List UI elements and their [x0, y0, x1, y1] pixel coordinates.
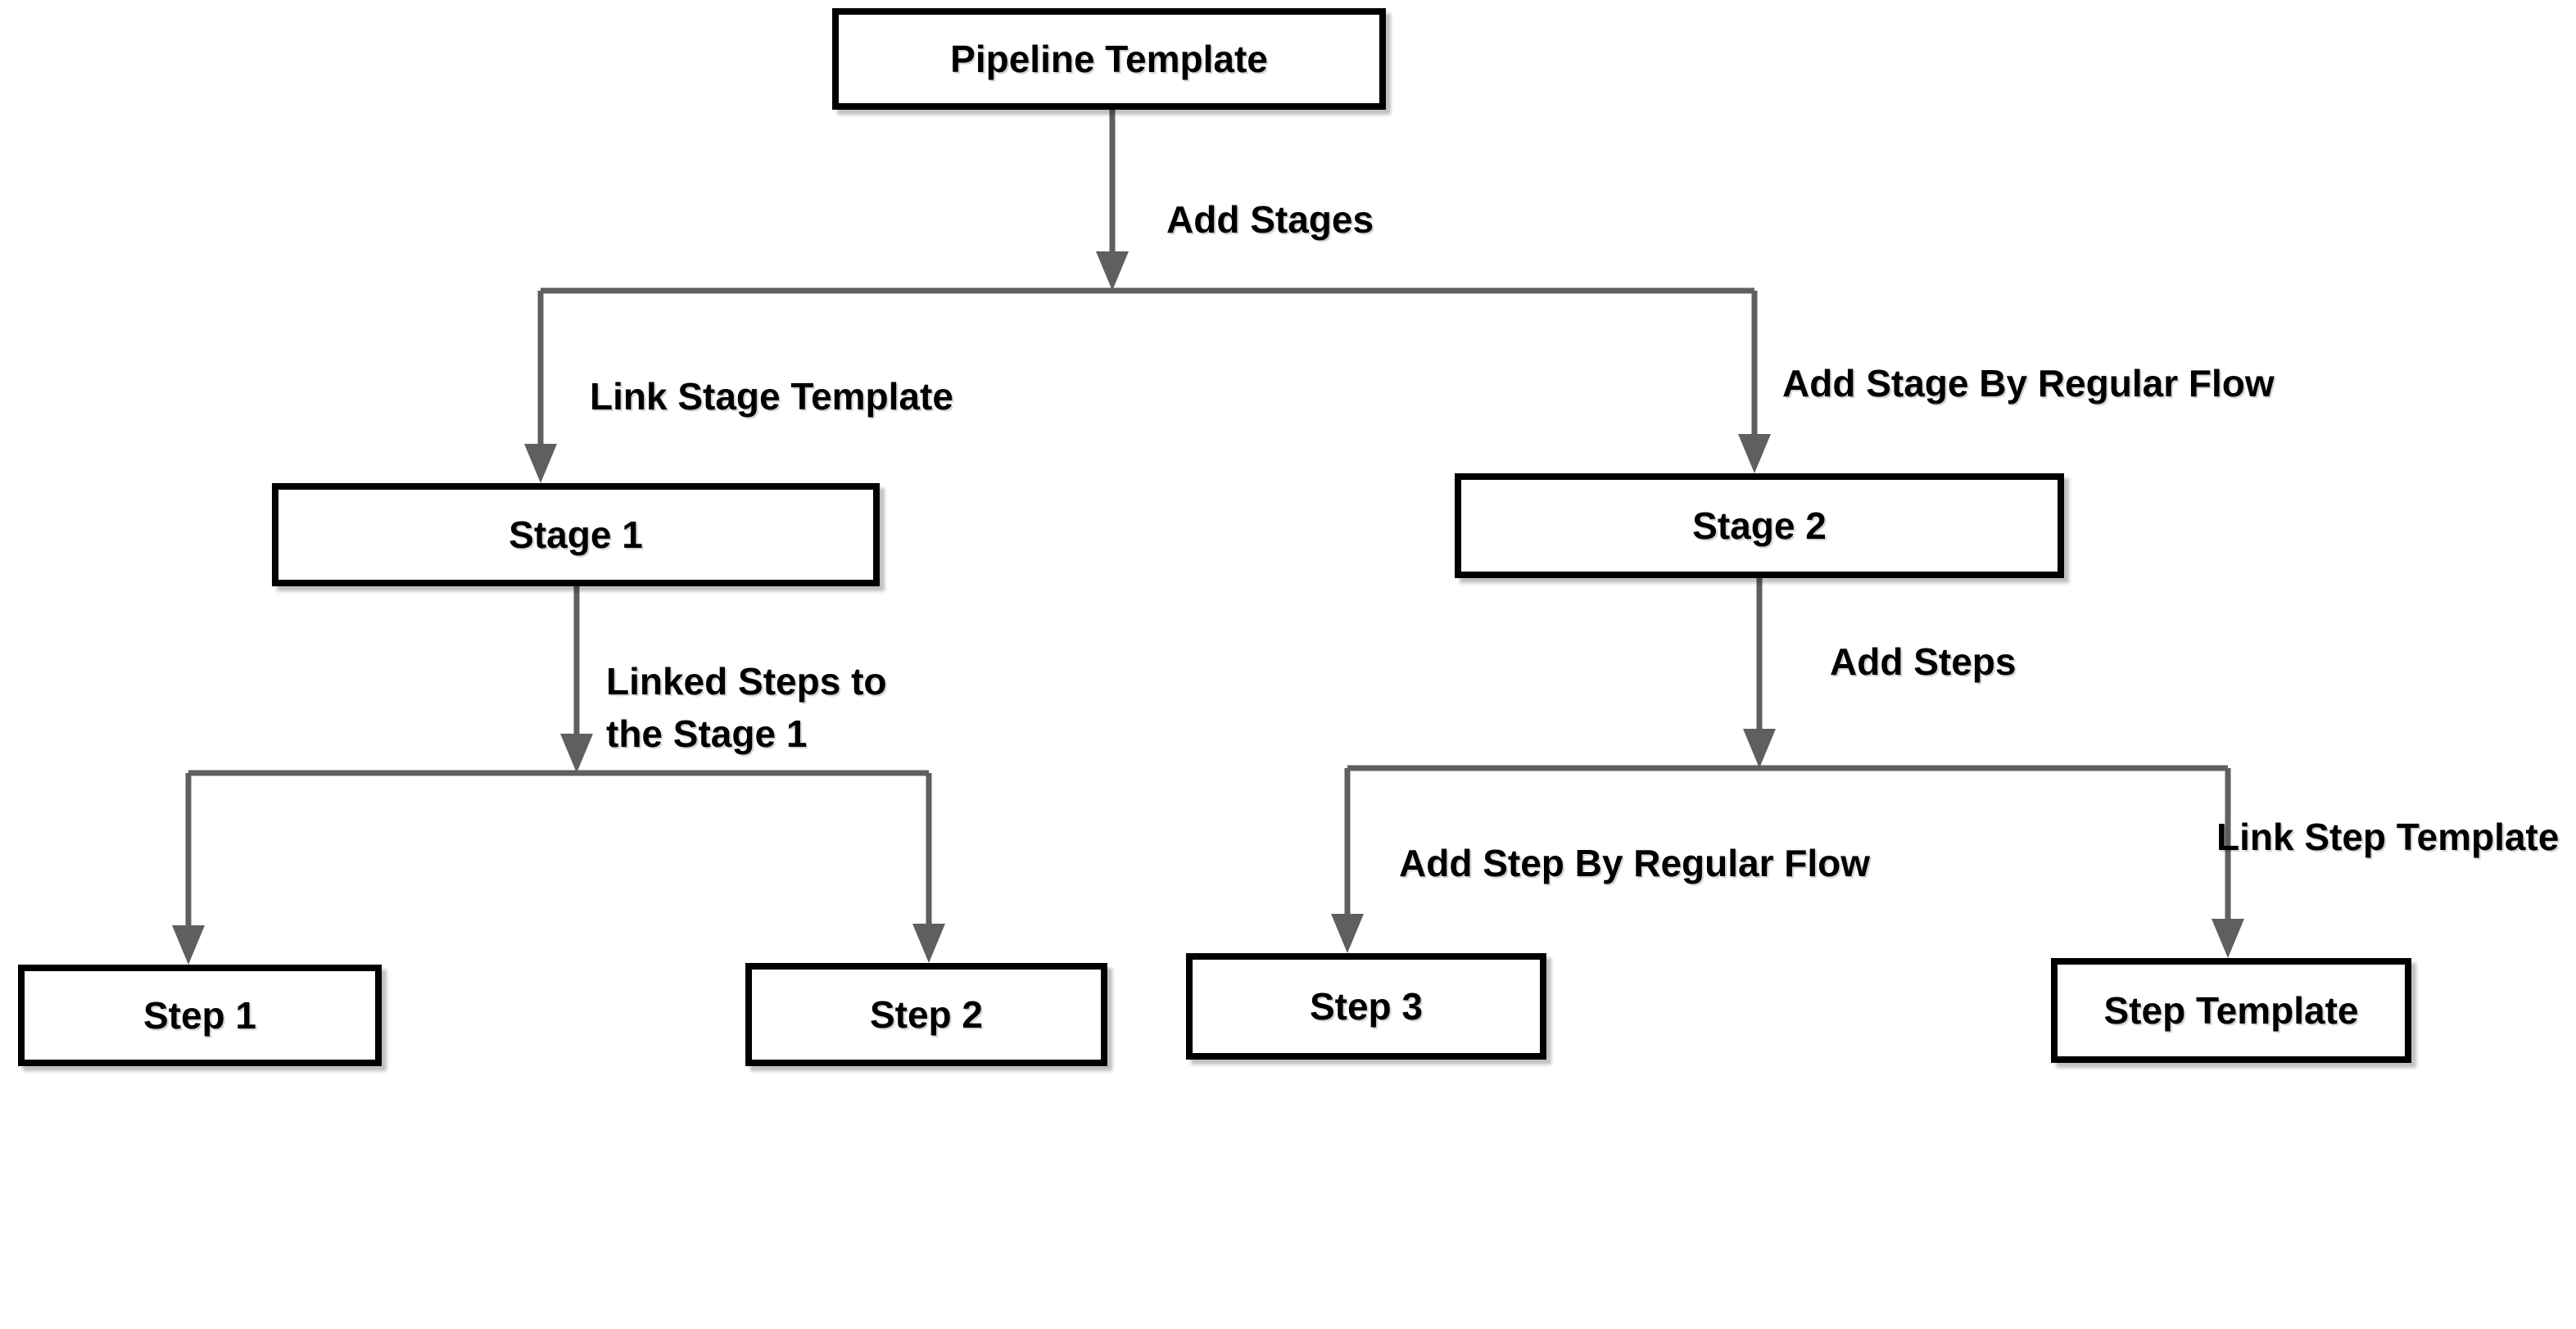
- node-step-template: Step Template: [2051, 958, 2411, 1063]
- node-stage-2-label: Stage 2: [1692, 504, 1827, 547]
- node-step-2: Step 2: [745, 963, 1107, 1066]
- arrowhead-to-step-3: [1331, 914, 1364, 953]
- edge-label-add-stages: Add Stages: [1166, 198, 1374, 241]
- arrowhead-to-branch: [1096, 251, 1129, 291]
- arrowhead-to-step-template: [2212, 919, 2244, 958]
- node-pipeline-template-label: Pipeline Template: [950, 38, 1268, 80]
- edge-label-add-step-by-regular-flow: Add Step By Regular Flow: [1399, 842, 1871, 884]
- arrowhead-to-left-branch: [560, 734, 593, 773]
- node-step-3-label: Step 3: [1309, 985, 1424, 1028]
- node-stage-1: Stage 1: [272, 483, 880, 586]
- arrowhead-to-step-2: [912, 924, 945, 963]
- node-step-1-label: Step 1: [143, 994, 257, 1037]
- edge-label-linked-steps-to-stage-1: Linked Steps to the Stage 1: [606, 660, 887, 756]
- node-step-template-label: Step Template: [2103, 989, 2359, 1032]
- edge-label-link-stage-template: Link Stage Template: [590, 375, 953, 418]
- node-stage-1-label: Stage 1: [509, 513, 643, 556]
- arrowhead-to-stage-2: [1738, 434, 1771, 473]
- arrowhead-to-step-1: [172, 925, 205, 965]
- edge-label-add-stage-by-regular-flow: Add Stage By Regular Flow: [1782, 362, 2275, 405]
- node-step-2-label: Step 2: [869, 993, 984, 1036]
- node-step-1: Step 1: [18, 965, 382, 1066]
- edge-label-add-steps: Add Steps: [1830, 640, 2017, 683]
- node-stage-2: Stage 2: [1455, 473, 2064, 578]
- node-pipeline-template: Pipeline Template: [832, 8, 1386, 110]
- arrowhead-to-right-branch: [1743, 729, 1776, 768]
- node-step-3: Step 3: [1186, 953, 1546, 1060]
- arrowhead-to-stage-1: [524, 444, 557, 483]
- edge-label-link-step-template: Link Step Template: [2216, 816, 2560, 858]
